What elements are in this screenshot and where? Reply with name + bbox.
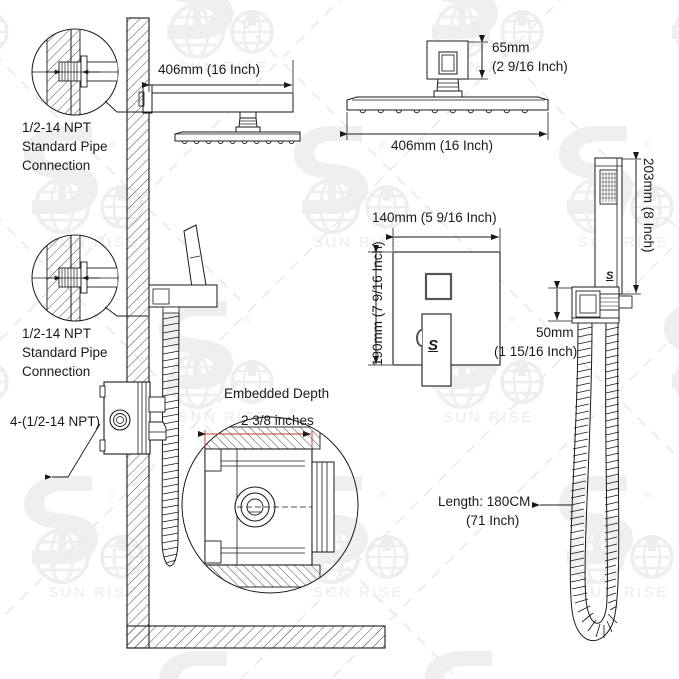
dim-label-head-height-line2: (2 9/16 Inch) [492,59,568,74]
detail-circle-embedded-depth [181,416,359,594]
handshower-brand-mark: S [606,270,614,282]
dim-label-head-height-line1: 65mm [492,40,530,55]
dim-label-trim-width: 140mm (5 9/16 Inch) [372,210,497,225]
dim-arm-length [142,60,294,92]
dim-label-holder-height-line2: (1 15/16 Inch) [494,344,578,359]
svg-text:SUN RISE: SUN RISE [313,584,404,601]
callout-valve-ports: 4-(1/2-14 NPT) [10,414,101,429]
dim-label-holder-height-line1: 50mm [536,325,574,340]
shower-arm-assembly [138,84,301,144]
svg-text:SUN RISE: SUN RISE [313,234,404,251]
dim-holder-height [548,281,572,322]
handshower-wand [594,157,623,309]
svg-text:®: ® [643,139,651,151]
callout-lower-npt-line2: Standard Pipe [22,345,108,360]
dim-trim-width [386,228,501,251]
svg-text:SUN RISE: SUN RISE [48,584,139,601]
svg-text:®: ® [108,139,116,151]
svg-text:SUN RISE: SUN RISE [443,409,534,426]
detail-circle-upper-npt [31,28,152,116]
callout-lower-npt-line3: Connection [22,364,91,379]
callout-hose-length-line1: Length: 180CM [438,494,531,509]
shower-hose-right [569,322,620,642]
dim-head-width [340,112,549,140]
dim-label-head-width: 406mm (16 Inch) [391,138,494,153]
valve-trim-plate [392,251,501,387]
wall-section [126,17,386,649]
dim-label-arm-length: 406mm (16 Inch) [158,62,261,77]
svg-text:SUN RISE: SUN RISE [178,59,269,76]
svg-text:®: ® [108,489,116,501]
shower-hose-left [161,312,180,567]
svg-text:SUN RISE: SUN RISE [178,409,269,426]
dim-label-trim-height: 190mm (7 9/16 Inch) [370,241,385,366]
svg-text:®: ® [378,489,386,501]
valve-body-section [99,381,167,455]
trim-brand-mark: S [428,337,439,354]
wall-handshower-section [148,224,218,314]
dim-embedded-depth [198,430,313,447]
svg-text:®: ® [643,489,651,501]
svg-text:SUN RISE: SUN RISE [578,584,669,601]
dim-label-wand-length: 203mm (8 Inch) [641,158,656,253]
callout-upper-npt-line2: Standard Pipe [22,139,108,154]
svg-text:®: ® [243,314,251,326]
svg-text:®: ® [508,314,516,326]
callout-embedded-depth-value: 2 3/8 inches [241,413,314,428]
dim-trim-height [368,245,392,366]
callout-upper-npt-line3: Connection [22,158,91,173]
detail-circle-lower-npt [31,234,148,322]
callout-embedded-depth-title: Embedded Depth [224,386,330,401]
dim-wand-length [622,152,641,295]
valve-ports-leader [44,423,101,480]
dim-head-height [468,35,488,80]
callout-hose-length-line2: (71 Inch) [466,513,520,528]
handshower-holder [571,286,633,324]
svg-text:®: ® [378,139,386,151]
callout-lower-npt-line1: 1/2-14 NPT [22,326,92,341]
callout-upper-npt-line1: 1/2-14 NPT [22,120,92,135]
rain-head-elevation [346,40,549,114]
